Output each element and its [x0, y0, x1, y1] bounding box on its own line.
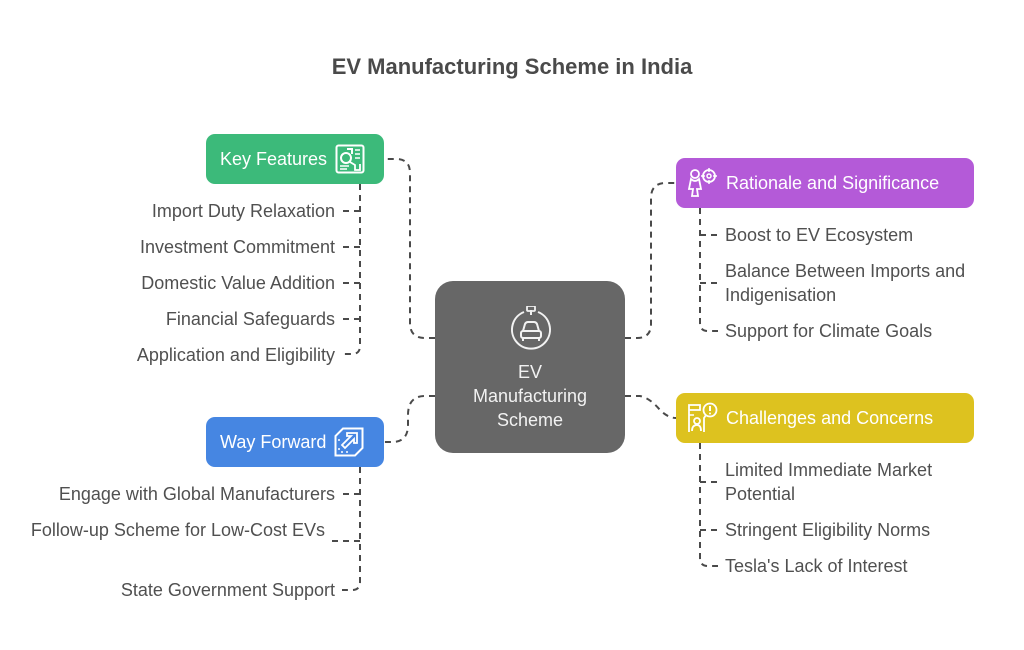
- topic-challenges-label: Challenges and Concerns: [726, 407, 934, 428]
- key-features-item: Domestic Value Addition: [141, 273, 335, 293]
- features-document-icon: [335, 144, 365, 174]
- connector-center-challenges: [625, 395, 677, 419]
- key-features-item: Import Duty Relaxation: [151, 201, 335, 221]
- central-topic-node[interactable]: EV Manufacturing Scheme: [435, 281, 625, 453]
- key-features-item: Application and Eligibility: [136, 345, 335, 365]
- way-forward-item: Engage with Global Manufacturers: [58, 484, 335, 504]
- connector-center-way-forward: [384, 395, 435, 443]
- central-label-line-3: Scheme: [496, 410, 564, 430]
- rationale-item: Support for Climate Goals: [725, 321, 933, 341]
- arrow-forward-icon: [334, 427, 364, 457]
- topic-way-forward[interactable]: Way Forward: [206, 417, 384, 467]
- way-forward-item: State Government Support: [120, 580, 335, 600]
- way-forward-item: Follow-up Scheme for Low-Cost EVs: [30, 520, 325, 540]
- central-label-line-2: Manufacturing: [472, 386, 588, 406]
- topic-key-features[interactable]: Key Features: [206, 134, 384, 184]
- ev-charging-car-icon: [511, 306, 551, 350]
- connector-center-key-features: [384, 158, 435, 339]
- challenges-item: Stringent Eligibility Norms: [725, 520, 931, 540]
- topic-rationale-and-significance[interactable]: Rationale and Significance: [676, 158, 974, 208]
- rationale-item: Balance Between Imports and Indigenisati…: [725, 261, 966, 305]
- topic-challenges-and-concerns[interactable]: Challenges and Concerns: [676, 393, 974, 443]
- diagram-title: EV Manufacturing Scheme in India: [331, 54, 693, 79]
- connector-challenges-trunk: [699, 443, 718, 567]
- connector-rationale-trunk: [699, 208, 718, 332]
- key-features-item: Investment Commitment: [139, 237, 335, 257]
- person-alert-icon: [688, 402, 718, 432]
- person-target-icon: [687, 168, 717, 197]
- connector-center-rationale: [625, 182, 676, 339]
- topic-way-forward-label: Way Forward: [220, 431, 327, 452]
- rationale-item: Boost to EV Ecosystem: [725, 225, 914, 245]
- central-topic-label: EV Manufacturing Scheme: [435, 360, 625, 432]
- topic-key-features-label: Key Features: [220, 148, 328, 169]
- central-label-line-1: EV: [517, 362, 542, 382]
- connector-key-features-trunk: [342, 184, 361, 355]
- challenges-item: Limited Immediate Market Potential: [725, 460, 933, 504]
- key-features-item: Financial Safeguards: [165, 309, 335, 329]
- topic-rationale-label: Rationale and Significance: [726, 172, 940, 193]
- connector-way-forward-trunk: [342, 467, 361, 591]
- challenges-item: Tesla's Lack of Interest: [725, 556, 908, 576]
